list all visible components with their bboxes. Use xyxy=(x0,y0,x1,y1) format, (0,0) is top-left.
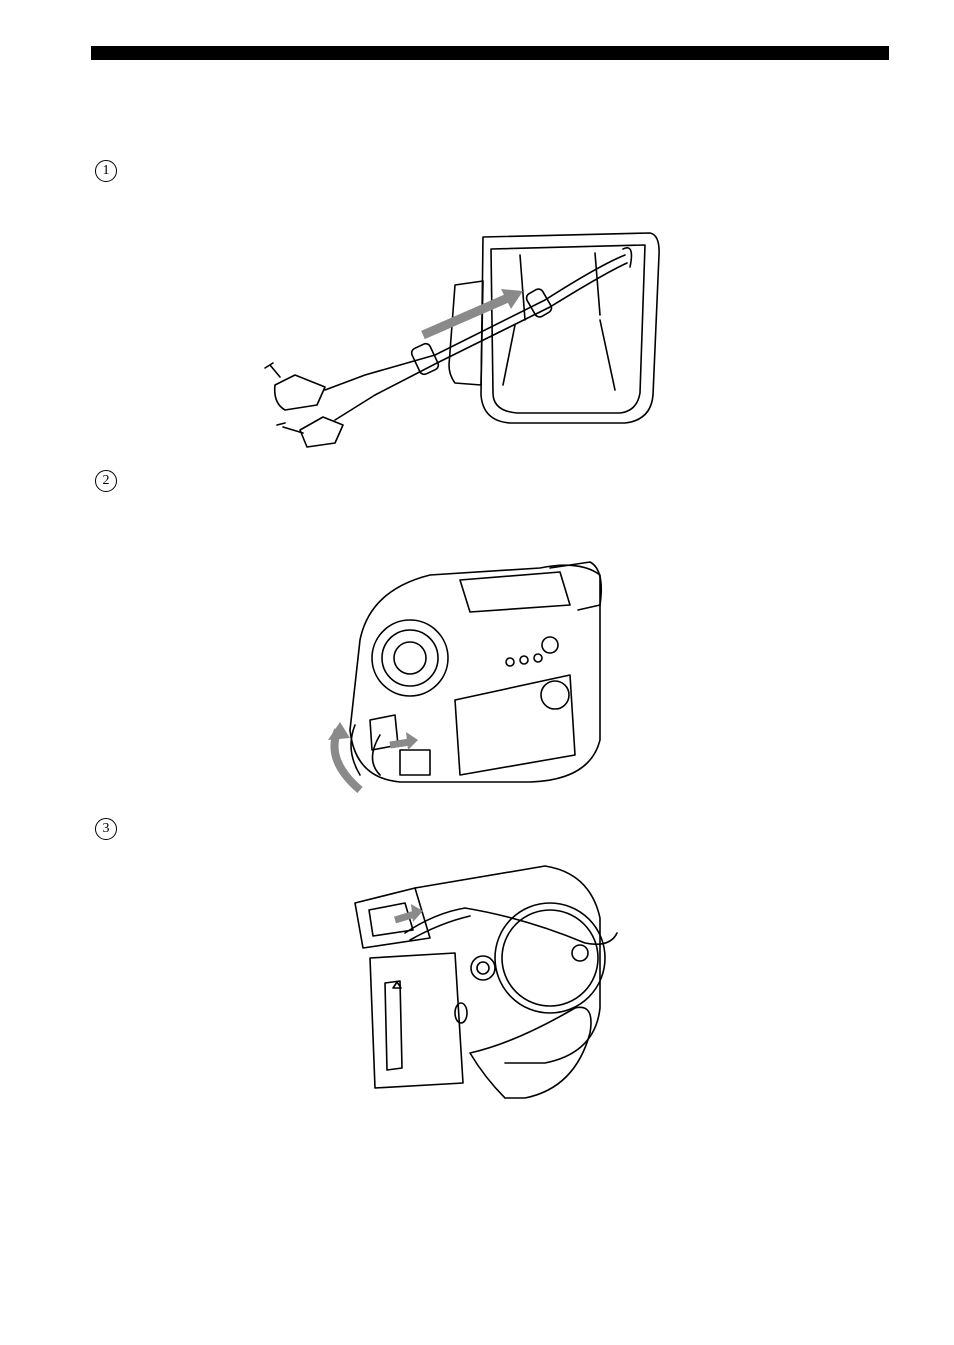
cable-through-strap-illustration xyxy=(255,225,675,455)
step-1-number: 1 xyxy=(95,160,117,182)
header-rule xyxy=(91,46,889,60)
camcorder-rear-connection-illustration xyxy=(345,858,630,1118)
step-3-number: 3 xyxy=(95,818,117,840)
camcorder-jack-connection-illustration xyxy=(310,550,610,795)
step-2-number: 2 xyxy=(95,470,117,492)
